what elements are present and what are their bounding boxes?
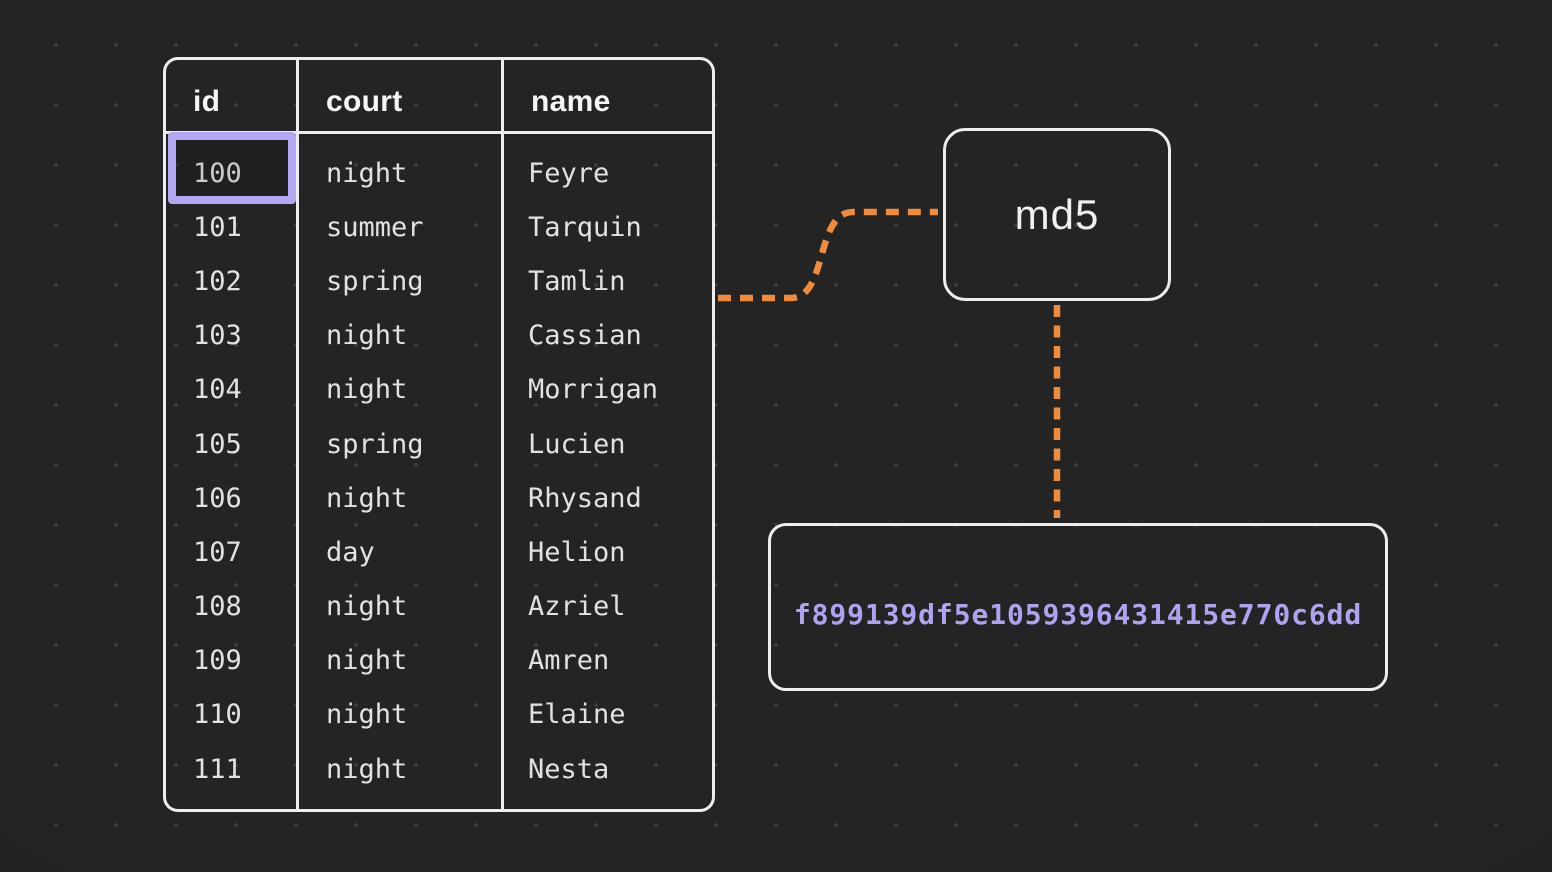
cell-name: Tamlin [528, 265, 626, 297]
table-row: 111 night Nesta [166, 742, 712, 796]
cell-name: Nesta [528, 753, 610, 785]
cell-court: night [326, 591, 408, 623]
table-row: 110 night Elaine [166, 688, 712, 742]
cell-id: 102 [193, 265, 242, 297]
cell-court: night [326, 482, 408, 514]
table-row: 103 night Cassian [166, 309, 712, 363]
cell-id: 110 [193, 699, 242, 731]
cell-court: night [326, 753, 408, 785]
cell-name: Cassian [528, 320, 642, 352]
cell-id: 101 [193, 211, 242, 243]
cell-court: day [326, 536, 375, 568]
cell-name: Morrigan [528, 374, 659, 406]
cell-court: night [326, 699, 408, 731]
cell-name: Tarquin [528, 211, 642, 243]
table-row: 105 spring Lucien [166, 417, 712, 471]
md5-node: md5 [943, 128, 1171, 301]
column-divider [501, 60, 504, 809]
cell-name: Rhysand [528, 482, 642, 514]
cell-court: night [326, 374, 408, 406]
cell-court: spring [326, 428, 424, 460]
highlighted-cell-outline [168, 132, 296, 204]
table-header: id court name [166, 60, 712, 131]
table-row: 108 night Azriel [166, 580, 712, 634]
cell-court: night [326, 157, 408, 189]
column-header-court: court [326, 84, 403, 118]
cell-id: 106 [193, 482, 242, 514]
table-row: 100 night Feyre [166, 146, 712, 200]
cell-court: night [326, 320, 408, 352]
table-row: 107 day Helion [166, 525, 712, 579]
cell-name: Amren [528, 645, 610, 677]
cell-name: Feyre [528, 157, 610, 189]
table-row: 101 summer Tarquin [166, 200, 712, 254]
connector-table-to-md5 [718, 208, 938, 302]
header-divider [166, 131, 712, 134]
cell-id: 104 [193, 374, 242, 406]
cell-name: Elaine [528, 699, 626, 731]
cell-id: 105 [193, 428, 242, 460]
cell-name: Azriel [528, 591, 626, 623]
cell-name: Lucien [528, 428, 626, 460]
column-header-name: name [531, 84, 611, 118]
cell-name: Helion [528, 536, 626, 568]
cell-id: 109 [193, 645, 242, 677]
cell-court: spring [326, 265, 424, 297]
cell-court: night [326, 645, 408, 677]
source-table: id court name 100 night Feyre 101 summer Tarq… [163, 57, 715, 812]
column-divider [296, 60, 299, 809]
table-body: 100 night Feyre 101 summer Tarquin 102 spring Ta… [166, 134, 712, 796]
cell-court: summer [326, 211, 424, 243]
hash-value: f899139df5e1059396431415e770c6dd [793, 597, 1363, 631]
hash-output-node: f899139df5e1059396431415e770c6dd [768, 523, 1388, 691]
cell-id: 107 [193, 536, 242, 568]
table-row: 102 spring Tamlin [166, 254, 712, 308]
cell-id: 111 [193, 753, 242, 785]
table-row: 109 night Amren [166, 634, 712, 688]
md5-label: md5 [1014, 190, 1100, 238]
column-header-id: id [193, 84, 221, 118]
cell-id: 100 [193, 157, 242, 189]
cell-id: 103 [193, 320, 242, 352]
cell-id: 108 [193, 591, 242, 623]
table-row: 104 night Morrigan [166, 363, 712, 417]
table-row: 106 night Rhysand [166, 471, 712, 525]
